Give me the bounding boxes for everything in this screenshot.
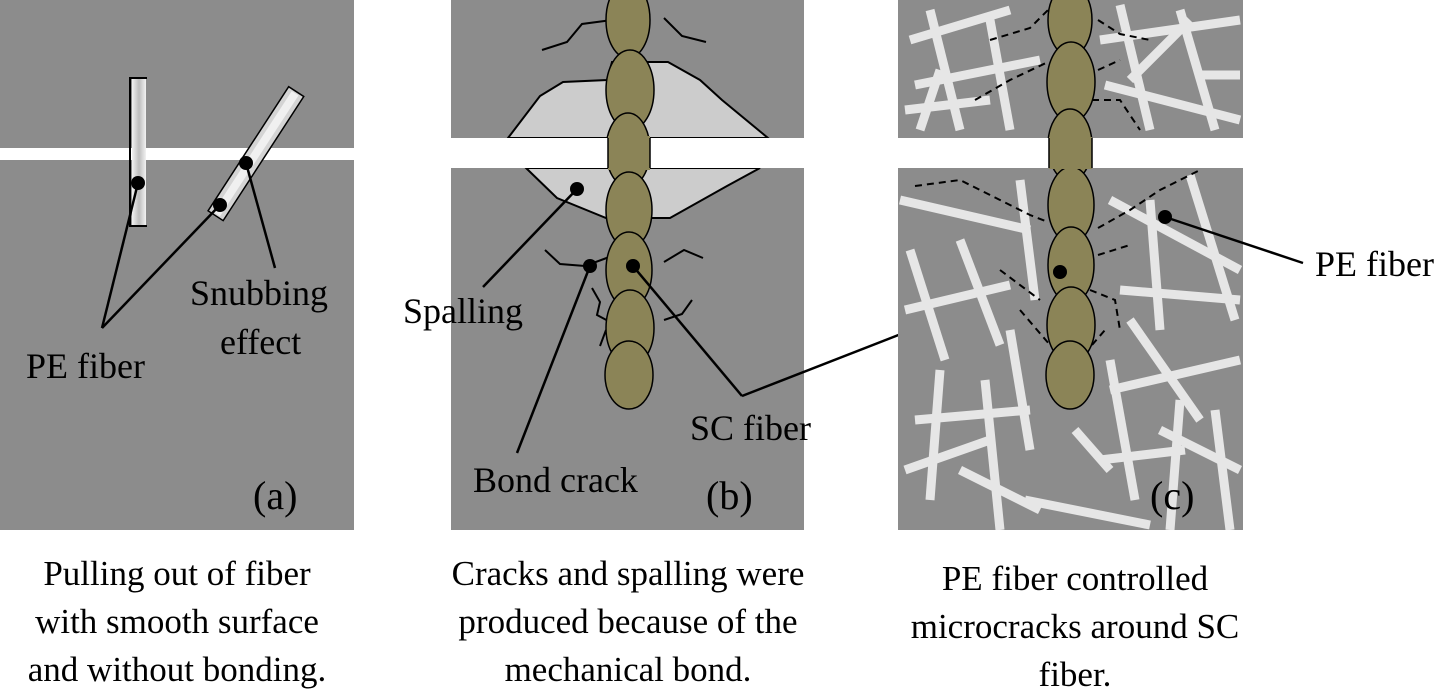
caption-line: produced because of the (458, 602, 798, 641)
caption-c: PE fiber controlled microcracks around S… (880, 555, 1270, 699)
marker-dot (213, 198, 227, 212)
sc-fiber-in-gap (607, 136, 651, 170)
caption-line: fiber. (1038, 655, 1112, 694)
caption-line: PE fiber controlled (941, 559, 1209, 598)
label-snubbing-line1: Snubbing (190, 273, 328, 313)
label-bond-crack: Bond crack (473, 460, 638, 500)
matrix-block-top (0, 0, 354, 148)
leader-pe-fiber (1164, 215, 1304, 265)
fiber-channel (129, 77, 147, 227)
marker-dot (1158, 210, 1172, 224)
panel-letter-c: (c) (1150, 473, 1194, 518)
leader-sc-fiber (632, 265, 743, 397)
label-pe-fiber: PE fiber (1315, 244, 1434, 284)
caption-line: Pulling out of fiber (43, 554, 311, 593)
microcracks (914, 9, 1201, 346)
panel-a: PE fiber Snubbing effect (a) (0, 0, 354, 530)
marker-dot (131, 176, 145, 190)
marker-dot (1053, 265, 1067, 279)
leader-bond-crack (515, 265, 592, 454)
caption-line: Cracks and spalling were (451, 554, 805, 593)
caption-line: microcracks around SC (910, 607, 1240, 646)
pe-fiber-inclined (207, 85, 305, 222)
panel-c: PE fiber (c) (898, 0, 1434, 530)
leader-snubbing (244, 162, 277, 269)
bond-cracks (541, 17, 707, 347)
sc-fiber (1045, 0, 1096, 410)
leader-spalling (482, 188, 578, 288)
label-pe-fiber: PE fiber (26, 346, 145, 386)
label-spalling: Spalling (403, 291, 523, 331)
leader-pe-fiber-2 (101, 204, 221, 329)
caption-line: mechanical bond. (504, 650, 752, 689)
label-sc-fiber: SC fiber (690, 408, 811, 448)
panel-letter-a: (a) (253, 473, 297, 518)
caption-b: Cracks and spalling were produced becaus… (410, 550, 846, 694)
leader-pe-fiber-1 (100, 182, 140, 329)
label-snubbing-line2: effect (220, 322, 301, 362)
panel-letter-b: (b) (706, 473, 753, 518)
caption-line: and without bonding. (27, 650, 327, 689)
marker-dot (583, 259, 597, 273)
marker-dot (570, 182, 584, 196)
marker-dot (239, 156, 253, 170)
matrix-block-bottom (0, 160, 354, 530)
caption-a: Pulling out of fiber with smooth surface… (0, 550, 354, 694)
marker-dot (626, 259, 640, 273)
panel-b: Spalling Bond crack SC fiber (b) (403, 0, 811, 530)
sc-fiber-in-gap (1048, 137, 1093, 169)
caption-line: with smooth surface (35, 602, 319, 641)
pe-fibers-random-bottom (898, 173, 1243, 530)
